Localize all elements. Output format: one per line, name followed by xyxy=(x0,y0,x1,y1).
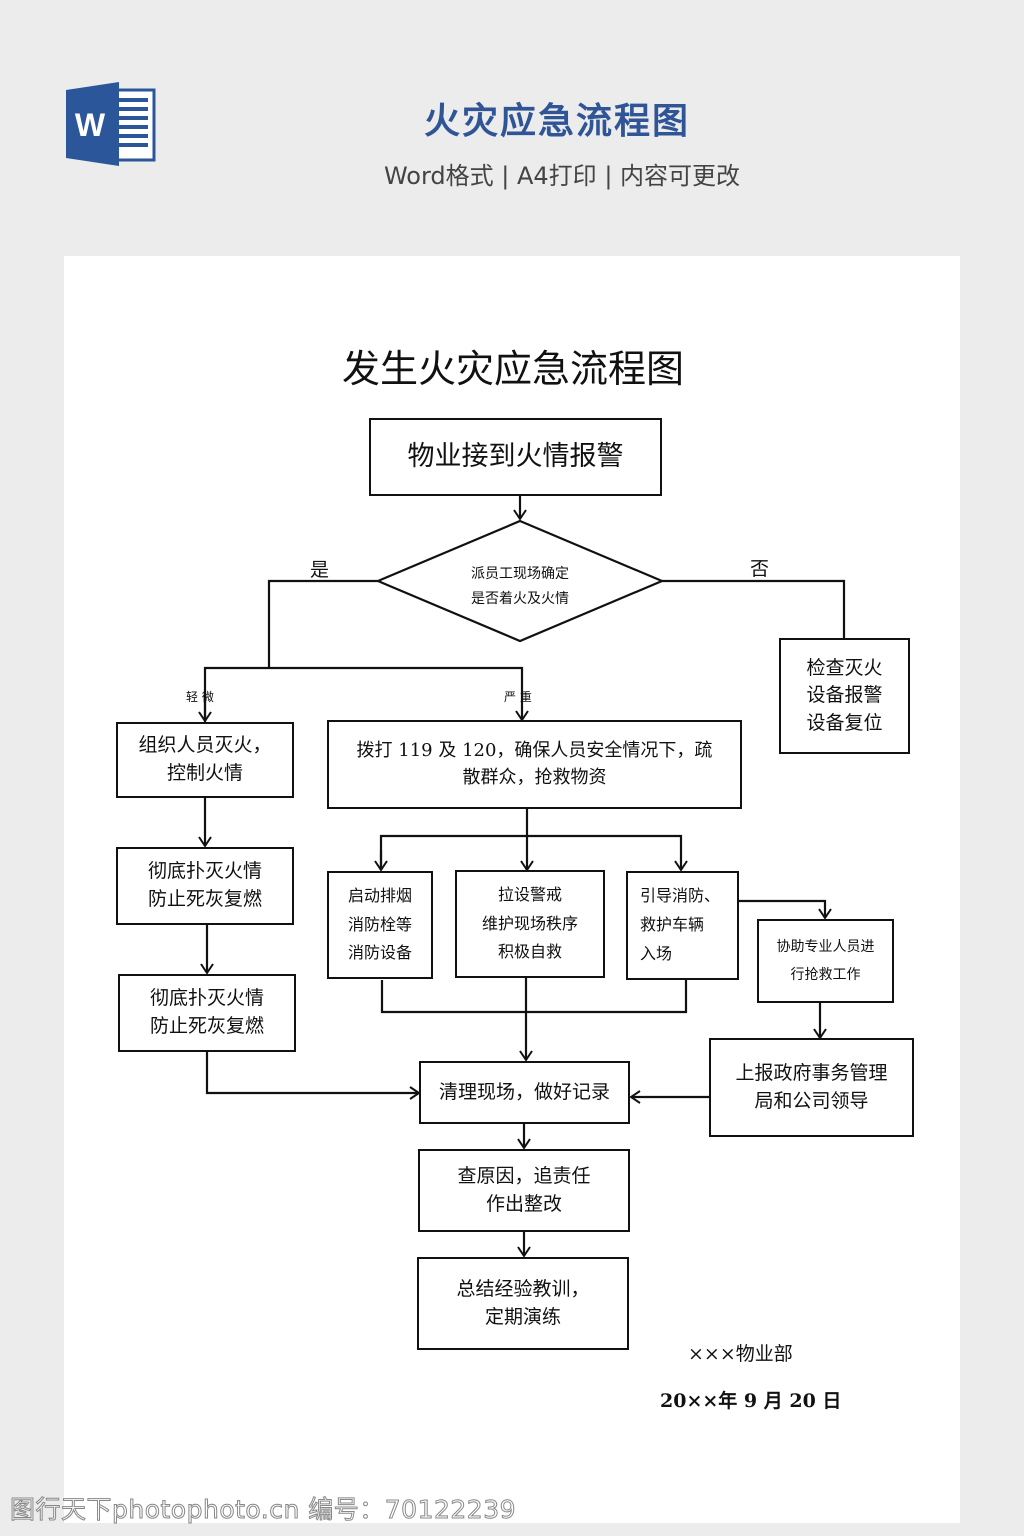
node-extinguish-2: 彻底扑灭火情 防止死灰复燃 xyxy=(118,974,296,1052)
watermark: 图行天下photophoto.cn 编号：70122239 xyxy=(9,1495,517,1525)
node-cleanup-record: 清理现场，做好记录 xyxy=(419,1061,630,1124)
node-start-smoke-exhaust: 启动排烟 消防栓等 消防设备 xyxy=(327,871,433,979)
header-subtitle: Word格式 | A4打印 | 内容可更改 xyxy=(383,162,741,190)
node-report-authorities: 上报政府事务管理 局和公司领导 xyxy=(709,1038,914,1137)
node-investigate-cause: 查原因，追责任 作出整改 xyxy=(418,1149,630,1232)
node-extinguish-1: 彻底扑灭火情 防止死灰复燃 xyxy=(116,847,294,925)
document-title: 发生火灾应急流程图 xyxy=(341,347,684,391)
node-organize-firefighting: 组织人员灭火， 控制火情 xyxy=(116,722,294,798)
node-set-cordon: 拉设警戒 维护现场秩序 积极自救 xyxy=(455,870,605,978)
signature-department: ×××物业部 xyxy=(688,1343,793,1365)
label-no: 否 xyxy=(750,558,770,580)
node-assist-rescue: 协助专业人员进 行抢救工作 xyxy=(757,919,894,1003)
header-title: 火灾应急流程图 xyxy=(423,101,690,142)
signature-date: 20××年 9 月 20 日 xyxy=(660,1390,842,1412)
node-guide-vehicles: 引导消防、 救护车辆 入场 xyxy=(626,871,739,980)
node-call-emergency: 拨打 119 及 120，确保人员安全情况下，疏 散群众，抢救物资 xyxy=(327,720,742,809)
label-severe: 严 重 xyxy=(504,690,532,704)
node-fire-alarm-received: 物业接到火情报警 xyxy=(369,418,662,496)
node-summarize-drill: 总结经验教训， 定期演练 xyxy=(417,1257,629,1350)
word-document-icon: W xyxy=(66,82,156,166)
label-minor: 轻 微 xyxy=(186,690,214,704)
label-yes: 是 xyxy=(310,559,330,581)
node-check-equipment: 检查灭火 设备报警 设备复位 xyxy=(779,638,910,754)
svg-text:W: W xyxy=(75,107,106,143)
node-decision-text: 派员工现场确定 是否着火及火情 xyxy=(471,566,569,607)
